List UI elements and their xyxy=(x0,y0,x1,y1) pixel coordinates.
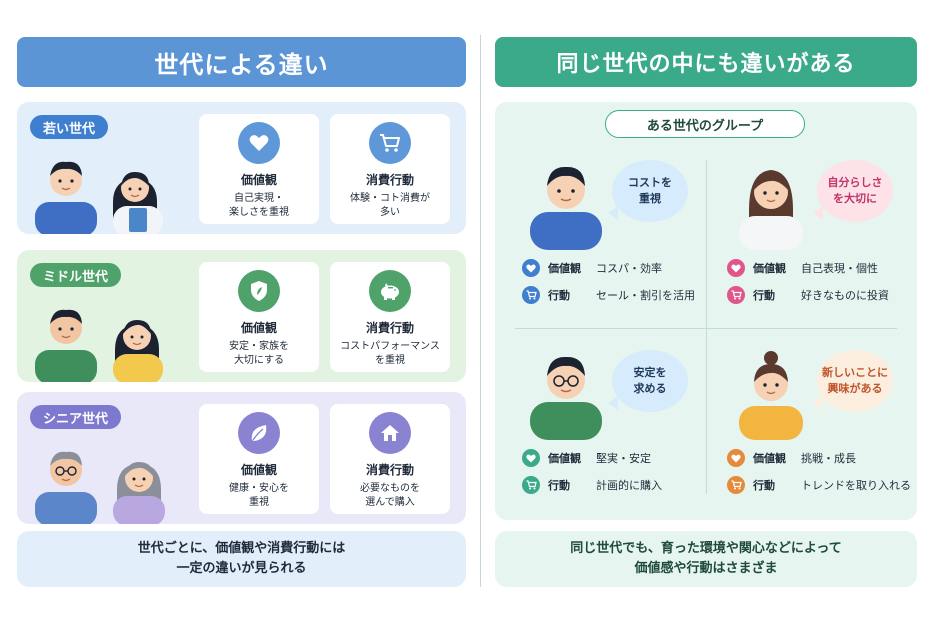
value-row: 価値観 挑戦・成長 xyxy=(727,449,856,467)
speech-bubble-tail xyxy=(608,396,618,410)
action-key: 行動 xyxy=(753,289,775,302)
heart-icon xyxy=(238,122,280,164)
piggy-bank-icon xyxy=(369,270,411,312)
person-card: 自分らしさ を大切に 価値観 自己表現・個性 行動 好きなものに投資 xyxy=(715,150,915,325)
person-avatar xyxy=(739,170,803,250)
action-card: 消費行動 コストパフォーマンス を重視 xyxy=(330,262,450,372)
card-description: 自己実現・ 楽しさを重視 xyxy=(229,193,289,218)
value-text: 挑戦・成長 xyxy=(801,452,856,465)
cart-icon xyxy=(522,286,540,304)
cart-icon xyxy=(727,476,745,494)
speech-bubble: コストを 重視 xyxy=(612,160,688,222)
card-description: 体験・コト消費が 多い xyxy=(350,193,430,218)
value-card: 価値観 健康・安心を 重視 xyxy=(199,404,319,514)
right-panel-summary: 同じ世代でも、育った環境や関心などによって 価値感や行動はさまざま xyxy=(495,531,917,587)
speech-bubble: 自分らしさ を大切に xyxy=(817,160,893,222)
person-card: コストを 重視 価値観 コスパ・効率 行動 セール・割引を活用 xyxy=(510,150,710,325)
card-title: 価値観 xyxy=(240,321,277,335)
value-key: 価値観 xyxy=(548,262,581,275)
value-text: コスパ・効率 xyxy=(596,262,662,275)
speech-bubble-tail xyxy=(813,206,823,220)
value-card: 価値観 自己実現・ 楽しさを重視 xyxy=(199,114,319,224)
value-row: 価値観 コスパ・効率 xyxy=(522,259,662,277)
card-description: 健康・安心を 重視 xyxy=(229,483,289,508)
heart-icon xyxy=(522,449,540,467)
action-card: 消費行動 必要なものを 選んで購入 xyxy=(330,404,450,514)
person-card: 新しいことに 興味がある 価値観 挑戦・成長 行動 トレンドを取り入れる xyxy=(715,340,915,515)
grid-divider-horizontal xyxy=(515,328,897,329)
group-diversity-panel: ある世代のグループ コストを 重視 価値観 コスパ・効率 行動 セール・割引を活… xyxy=(495,102,917,520)
person-card: 安定を 求める 価値観 堅実・安定 行動 計画的に購入 xyxy=(510,340,710,515)
card-description: 必要なものを 選んで購入 xyxy=(360,483,420,508)
value-row: 価値観 堅実・安定 xyxy=(522,449,651,467)
action-key: 行動 xyxy=(753,479,775,492)
left-panel-title: 世代による違い xyxy=(17,37,466,87)
action-key: 行動 xyxy=(548,479,570,492)
cart-icon xyxy=(727,286,745,304)
value-key: 価値観 xyxy=(548,452,581,465)
shield-icon xyxy=(238,270,280,312)
value-text: 堅実・安定 xyxy=(596,452,651,465)
heart-icon xyxy=(727,449,745,467)
group-tag: ある世代のグループ xyxy=(605,110,805,138)
cart-icon xyxy=(522,476,540,494)
card-description: 安定・家族を 大切にする xyxy=(229,341,289,366)
action-text: セール・割引を活用 xyxy=(596,289,695,302)
card-title: 消費行動 xyxy=(365,321,414,335)
value-row: 価値観 自己表現・個性 xyxy=(727,259,878,277)
action-text: トレンドを取り入れる xyxy=(801,479,911,492)
value-text: 自己表現・個性 xyxy=(801,262,878,275)
action-text: 計画的に購入 xyxy=(596,479,662,492)
person-avatar xyxy=(530,166,602,250)
middle-people-illustration xyxy=(35,309,163,382)
action-row: 行動 好きなものに投資 xyxy=(727,286,889,304)
generation-row-senior: シニア世代 価値観 健康・安心を 重視 消費行動 必要なものを 選んで購入 xyxy=(17,392,466,524)
card-description: コストパフォーマンス を重視 xyxy=(340,341,440,366)
left-panel-summary: 世代ごとに、価値観や消費行動には 一定の違いが見られる xyxy=(17,531,466,587)
value-key: 価値観 xyxy=(753,262,786,275)
panel-divider xyxy=(480,35,481,587)
speech-bubble-tail xyxy=(813,396,823,410)
value-card: 価値観 安定・家族を 大切にする xyxy=(199,262,319,372)
speech-bubble-tail xyxy=(608,206,618,220)
generation-row-young: 若い世代 価値観 自己実現・ 楽しさを重視 消費行動 体験・コト消費が 多い xyxy=(17,102,466,234)
action-card: 消費行動 体験・コト消費が 多い xyxy=(330,114,450,224)
house-icon xyxy=(369,412,411,454)
leaf-icon xyxy=(238,412,280,454)
heart-icon xyxy=(727,259,745,277)
person-avatar xyxy=(530,356,602,440)
generation-tag: ミドル世代 xyxy=(30,263,122,287)
senior-people-illustration xyxy=(35,451,165,524)
card-title: 価値観 xyxy=(240,173,277,187)
card-title: 価値観 xyxy=(240,463,277,477)
generation-tag: 若い世代 xyxy=(30,115,109,139)
generation-tag: シニア世代 xyxy=(30,405,122,429)
action-row: 行動 トレンドを取り入れる xyxy=(727,476,911,494)
value-key: 価値観 xyxy=(753,452,786,465)
grid-divider-vertical xyxy=(706,160,707,494)
action-text: 好きなものに投資 xyxy=(801,289,889,302)
young-people-illustration xyxy=(35,161,163,234)
speech-bubble: 安定を 求める xyxy=(612,350,688,412)
person-avatar xyxy=(739,351,803,440)
action-row: 行動 セール・割引を活用 xyxy=(522,286,695,304)
heart-icon xyxy=(522,259,540,277)
cart-icon xyxy=(369,122,411,164)
card-title: 消費行動 xyxy=(365,173,414,187)
card-title: 消費行動 xyxy=(365,463,414,477)
right-panel-title: 同じ世代の中にも違いがある xyxy=(495,37,917,87)
action-key: 行動 xyxy=(548,289,570,302)
generation-row-middle: ミドル世代 価値観 安定・家族を 大切にする 消費行動 コストパフォーマンス を… xyxy=(17,250,466,382)
action-row: 行動 計画的に購入 xyxy=(522,476,662,494)
speech-bubble: 新しいことに 興味がある xyxy=(817,350,893,412)
